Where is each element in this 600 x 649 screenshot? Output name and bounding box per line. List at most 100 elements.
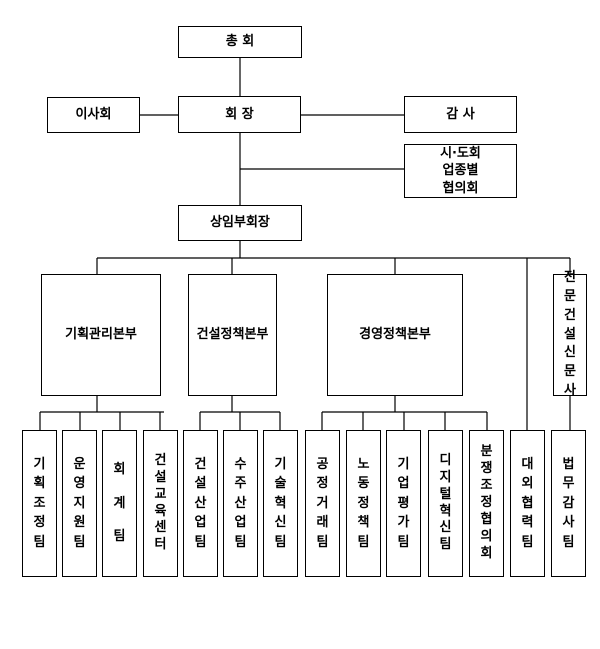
- division-planning-label: 기획관리본부: [65, 327, 137, 343]
- division-planning: 기획관리본부: [41, 274, 161, 396]
- team-label-char: 팀: [439, 537, 452, 553]
- team-label-char: 분: [480, 444, 493, 460]
- team-label-char: 획: [33, 476, 46, 492]
- division-management-policy-label: 경영정책본부: [359, 327, 431, 343]
- team-label-char: 래: [316, 515, 329, 531]
- team-label-char: 육: [154, 503, 167, 519]
- team-label-char: 력: [521, 515, 534, 531]
- team-label-char: 책: [357, 515, 370, 531]
- vice-chairman-label: 상임부회장: [210, 215, 270, 231]
- division-construction-policy-label: 건설정책본부: [196, 327, 269, 343]
- team-label-char: 산: [234, 495, 247, 511]
- team-label-char: 정: [357, 495, 370, 511]
- team-label-char: 팀: [234, 534, 247, 550]
- division-construction-policy: 건설정책본부: [188, 274, 277, 396]
- team-label-char: 신: [439, 520, 452, 536]
- general-assembly-label: 총 회: [225, 34, 255, 50]
- team-label-char: 혁: [274, 495, 287, 511]
- team-label-char: 주: [234, 476, 247, 492]
- team-label-char: 의: [480, 528, 493, 544]
- general-assembly-box: 총 회: [178, 26, 302, 58]
- team-label-char: 기: [33, 456, 46, 472]
- team-label-char: 팀: [113, 529, 126, 545]
- team-label-char: 정: [33, 515, 46, 531]
- vice-chairman-box: 상임부회장: [178, 205, 302, 241]
- division-newspaper-char: 신: [564, 345, 576, 361]
- team-label-char: 대: [521, 456, 534, 472]
- team-label-char: 쟁: [480, 461, 493, 477]
- team-label-char: 정: [316, 476, 329, 492]
- team-label-char: 신: [274, 515, 287, 531]
- team-label-char: 교: [154, 486, 167, 502]
- team-label-char: 운: [73, 456, 86, 472]
- team-label-char: 팀: [274, 534, 287, 550]
- team-label-char: 계: [113, 495, 126, 511]
- division-management-policy: 경영정책본부: [327, 274, 463, 396]
- division-newspaper-char: 문: [564, 288, 576, 304]
- team-label-char: 디: [439, 452, 452, 468]
- team-label-char: 건: [194, 456, 207, 472]
- auditor-box: 감 사: [404, 96, 517, 133]
- councils-line-1: 시·도회: [440, 145, 481, 161]
- team-label-char: 건: [154, 452, 167, 468]
- team-label-char: 동: [357, 476, 370, 492]
- team-label-char: 기: [274, 456, 287, 472]
- team-label-char: 협: [480, 511, 493, 527]
- team-label-char: 협: [521, 495, 534, 511]
- team-label-char: 팀: [357, 534, 370, 550]
- team-label-char: 무: [562, 476, 575, 492]
- chairman-label: 회 장: [225, 106, 254, 122]
- team-label-char: 털: [439, 486, 452, 502]
- team-label-char: 설: [194, 476, 207, 492]
- team-label-char: 기: [397, 456, 410, 472]
- team-label-char: 술: [274, 476, 287, 492]
- team-label-char: 팀: [194, 534, 207, 550]
- chairman-box: 회 장: [178, 96, 301, 133]
- team-label-char: 혁: [439, 503, 452, 519]
- division-newspaper-char: 사: [564, 383, 576, 399]
- team-label-char: 영: [73, 476, 86, 492]
- division-newspaper-char: 설: [564, 326, 576, 342]
- team-label-char: 업: [194, 515, 207, 531]
- team-label-char: 평: [397, 495, 410, 511]
- team-label-char: 센: [154, 520, 167, 536]
- team-label-char: 팀: [562, 534, 575, 550]
- division-newspaper-char: 전: [564, 270, 576, 286]
- team-label-char: 터: [154, 537, 167, 553]
- team-label-char: 지: [73, 495, 86, 511]
- team-label-char: 회: [113, 461, 126, 477]
- board-box: 이사회: [47, 97, 140, 133]
- team-label-char: 법: [562, 456, 575, 472]
- team-label-char: 거: [316, 495, 329, 511]
- team-label-char: 회: [480, 545, 493, 561]
- team-label-char: 업: [234, 515, 247, 531]
- team-label-char: 산: [194, 495, 207, 511]
- board-label: 이사회: [75, 107, 112, 123]
- team-label-char: 가: [397, 515, 410, 531]
- councils-line-2: 업종별: [442, 163, 479, 179]
- team-label-char: 팀: [397, 534, 410, 550]
- team-label-char: 사: [562, 515, 575, 531]
- team-label-char: 팀: [316, 534, 329, 550]
- team-label-char: 감: [562, 495, 575, 511]
- team-label-char: 지: [439, 469, 452, 485]
- division-newspaper-char: 문: [564, 364, 576, 380]
- team-label-char: 설: [154, 469, 167, 485]
- team-label-char: 팀: [521, 534, 534, 550]
- team-label-char: 팀: [73, 534, 86, 550]
